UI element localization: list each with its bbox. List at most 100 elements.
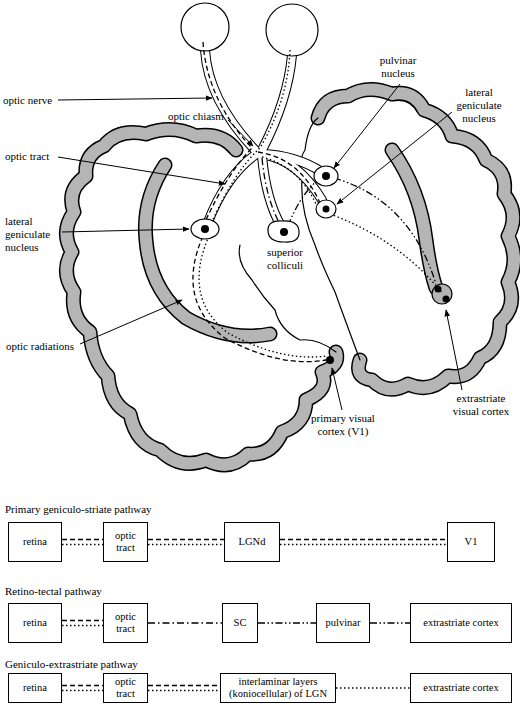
structure-label: optic chiasm bbox=[168, 110, 248, 123]
pathway-box: interlaminar layers (koniocellular) of L… bbox=[220, 673, 336, 703]
structure-label: optic nerve bbox=[3, 94, 83, 107]
pathway-connector bbox=[62, 690, 103, 691]
node-text: optic tract bbox=[107, 611, 144, 635]
superior-colliculus bbox=[268, 221, 299, 242]
pathway-connector bbox=[258, 622, 316, 623]
optic-nerve bbox=[262, 55, 292, 150]
pathway-connector bbox=[148, 539, 224, 540]
optic-tract-line bbox=[262, 157, 316, 204]
pathway-title: Retino-tectal pathway bbox=[5, 585, 305, 598]
pathway-connector bbox=[62, 539, 103, 540]
cortex-dot bbox=[435, 286, 442, 293]
structure-label: superior colliculi bbox=[255, 246, 315, 272]
nucleus-dot bbox=[323, 206, 330, 213]
pathway-connector bbox=[62, 625, 103, 626]
cortex-dot bbox=[326, 356, 334, 364]
pathway-connector bbox=[280, 544, 447, 545]
optic-tract-line bbox=[258, 152, 320, 203]
pathway-connector bbox=[336, 687, 410, 688]
optic-tract-outline bbox=[208, 155, 255, 222]
structure-label: pulvinar nucleus bbox=[372, 54, 424, 80]
pathway-box: extrastriate cortex bbox=[410, 673, 512, 703]
pathway-box: extrastriate cortex bbox=[410, 603, 512, 643]
pathway-box: V1 bbox=[447, 522, 495, 562]
pathway-box: retina bbox=[8, 673, 62, 703]
leader-line bbox=[334, 84, 400, 168]
optic-tract bbox=[208, 155, 255, 222]
koniocellular-line bbox=[330, 214, 443, 294]
cortex-band bbox=[392, 150, 436, 288]
pathway-box: optic tract bbox=[103, 522, 148, 562]
pathway-title: Primary geniculo-striate pathway bbox=[5, 503, 305, 516]
leader-line bbox=[80, 300, 182, 344]
pathway-box: pulvinar bbox=[316, 603, 370, 643]
node-text: pulvinar bbox=[326, 617, 361, 629]
leader-line bbox=[58, 98, 212, 100]
structure-label: primary visual cortex (V1) bbox=[300, 412, 386, 438]
pathway-connector bbox=[148, 544, 224, 545]
cortex-band bbox=[318, 89, 514, 389]
structure-label: lateral geniculate nucleus bbox=[448, 86, 510, 126]
leader-line bbox=[332, 368, 342, 410]
optic-nerve bbox=[205, 50, 255, 150]
structure-label: lateral geniculate nucleus bbox=[5, 215, 65, 255]
optic-tract-outline bbox=[262, 156, 281, 226]
node-text: retina bbox=[23, 536, 47, 548]
cortex-dot bbox=[443, 296, 450, 303]
cortex-outline bbox=[318, 89, 514, 389]
cortex-outline bbox=[392, 150, 436, 288]
eye bbox=[181, 3, 229, 51]
node-text: extrastriate cortex bbox=[423, 617, 499, 629]
node-text: V1 bbox=[465, 536, 478, 548]
geniculo-striate-line bbox=[203, 42, 252, 224]
node-text: interlaminar layers (koniocellular) of L… bbox=[224, 676, 332, 700]
pathway-box: LGNd bbox=[224, 522, 280, 562]
node-text: optic tract bbox=[107, 530, 144, 554]
nucleus-dot bbox=[280, 228, 288, 236]
pathway-box: SC bbox=[222, 603, 258, 643]
pathway-connector bbox=[280, 539, 447, 540]
leader-line bbox=[58, 157, 225, 184]
pathway-connector bbox=[62, 620, 103, 621]
optic-tract bbox=[262, 154, 322, 172]
retino-tectal-line bbox=[262, 158, 281, 226]
node-text: SC bbox=[234, 617, 247, 629]
leader-line bbox=[62, 229, 189, 232]
geniculo-striate-line bbox=[211, 50, 290, 224]
node-text: extrastriate cortex bbox=[423, 682, 499, 694]
lgn-nucleus bbox=[316, 200, 336, 218]
pathway-box: retina bbox=[8, 522, 62, 562]
pathway-connector bbox=[148, 690, 220, 691]
pathway-box: retina bbox=[8, 603, 62, 643]
node-text: retina bbox=[23, 682, 47, 694]
pathway-connector bbox=[62, 544, 103, 545]
optic-nerve-outline bbox=[262, 55, 292, 150]
pathway-title: Geniculo-extrastriate pathway bbox=[5, 658, 305, 671]
leader-line bbox=[337, 112, 452, 204]
optic-nerve-outline bbox=[205, 50, 255, 150]
node-text: optic tract bbox=[107, 676, 144, 700]
pathway-connector bbox=[370, 622, 410, 623]
nucleus-dot bbox=[322, 172, 330, 180]
optic-tract bbox=[262, 156, 281, 226]
structure-label: optic radiations bbox=[6, 340, 86, 353]
midline-outline bbox=[301, 118, 360, 360]
structure-label: extrastriate visual cortex bbox=[448, 392, 514, 418]
node-text: retina bbox=[23, 617, 47, 629]
node-text: LGNd bbox=[239, 536, 266, 548]
structure-label: optic tract bbox=[5, 150, 75, 163]
pathway-connector bbox=[62, 685, 103, 686]
extrastriate-region bbox=[432, 284, 452, 304]
retino-tectal-line bbox=[288, 180, 318, 226]
eye bbox=[266, 4, 318, 56]
pathway-connector bbox=[148, 622, 222, 623]
pathway-box: optic tract bbox=[103, 673, 148, 703]
nucleus-dot bbox=[201, 225, 209, 233]
pulvinar-nucleus bbox=[314, 166, 338, 186]
lgn-nucleus bbox=[191, 219, 219, 239]
optic-radiation-line bbox=[199, 236, 326, 357]
pathway-box: optic tract bbox=[103, 603, 148, 643]
leader-line bbox=[228, 120, 253, 146]
